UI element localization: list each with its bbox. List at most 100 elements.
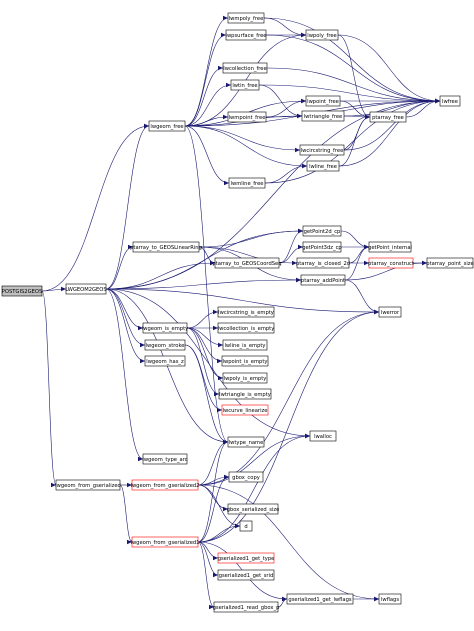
node-lwpoly-is-empty[interactable]: lwpoly_is_empty bbox=[222, 372, 268, 384]
node-lwerror[interactable]: lwerror bbox=[378, 306, 402, 318]
node-lwline-free[interactable]: lwline_free bbox=[306, 160, 340, 172]
node-label: lwgeom_has_z bbox=[146, 359, 184, 365]
node-label: gserialized1_get_lwflags bbox=[288, 597, 351, 603]
edge-lwgeom_free-to-lwtin_free bbox=[184, 82, 232, 127]
node-lwcollection-free[interactable]: lwcollection_free bbox=[222, 62, 268, 74]
node-d[interactable]: d bbox=[239, 520, 253, 532]
node-lwtype-name[interactable]: lwtype_name bbox=[227, 436, 265, 448]
edge-lwgeom_free-to-lwcollection_free bbox=[184, 65, 224, 127]
node-gbox-serialized-size[interactable]: gbox_serialized_size bbox=[227, 503, 280, 515]
node-lwtriangle-is-empty[interactable]: lwtriangle_is_empty bbox=[218, 388, 272, 400]
node-label: gserialized1_get_type bbox=[218, 556, 275, 562]
edge-lwgeom_is_empty-to-lwtriangle_is_empty bbox=[186, 327, 220, 397]
edge-lwgeom_free-to-lwpsurface_free bbox=[184, 32, 227, 127]
node-lwfree[interactable]: lwfree bbox=[439, 95, 461, 107]
node-label: lwgeom_is_empty bbox=[142, 326, 188, 332]
node-lwgeom-from-gserialized2[interactable]: lwgeom_from_gserialized2 bbox=[131, 479, 200, 491]
node-ptarray-free[interactable]: ptarray_free bbox=[369, 111, 407, 123]
node-ptarray-is-closed-2d[interactable]: ptarray_is_closed_2d bbox=[296, 257, 350, 269]
node-lwcircstring-is-empty[interactable]: lwcircstring_is_empty bbox=[217, 306, 275, 318]
edge-lwgeom_from_gserialized1-to-lwtype_name bbox=[197, 439, 229, 543]
node-label: gserialized1_get_srid bbox=[219, 573, 274, 579]
edge-lwgeom_from_gserialized1-to-lwalloc bbox=[197, 433, 311, 543]
node-box bbox=[1, 285, 43, 297]
node-lwmline-free[interactable]: lwmline_free bbox=[228, 177, 266, 189]
node-gbox-copy[interactable]: gbox_copy bbox=[228, 471, 264, 483]
node-lwpsurface-free[interactable]: lwpsurface_free bbox=[226, 29, 267, 41]
node-lwgeom-is-empty[interactable]: lwgeom_is_empty bbox=[142, 322, 188, 334]
node-gserialized1-get-srid[interactable]: gserialized1_get_srid bbox=[217, 569, 275, 581]
node-box bbox=[222, 372, 268, 384]
node-label: ptarray_addPoint bbox=[301, 278, 345, 284]
node-ptarray-addPoint[interactable]: ptarray_addPoint bbox=[300, 274, 346, 286]
node-label: POSTGIS2GEOS bbox=[2, 289, 43, 295]
node-gserialized1-get-type[interactable]: gserialized1_get_type bbox=[218, 552, 275, 564]
node-getPoint-internal[interactable]: getPoint_internal bbox=[368, 241, 412, 253]
edge-lwgeom_from_gserialized1-to-gbox_copy bbox=[197, 474, 230, 543]
node-box bbox=[230, 79, 260, 91]
node-ptarray-construct[interactable]: ptarray_construct bbox=[368, 257, 414, 269]
node-box bbox=[218, 388, 272, 400]
node-gserialized1-read-gbox-p[interactable]: gserialized1_read_gbox_p bbox=[213, 601, 280, 613]
edge-lwgeom_is_empty-to-lwpoint_is_empty bbox=[186, 327, 223, 364]
edge-lwgeom_from_gserialized1-to-lwerror bbox=[197, 309, 380, 543]
node-label: lwline_is_empty bbox=[224, 343, 265, 349]
node-label: lwgeom_type_arc bbox=[142, 457, 187, 463]
node-lwgeom-from-gserialized1[interactable]: lwgeom_from_gserialized1 bbox=[131, 536, 200, 548]
node-box bbox=[368, 241, 412, 253]
edge-lwcollection_free-to-lwfree bbox=[266, 67, 441, 104]
node-lwcircstring-free[interactable]: lwcircstring_free bbox=[299, 144, 345, 156]
node-lwalloc[interactable]: lwalloc bbox=[309, 430, 337, 442]
edge-ptarray_to_GEOSLinearRing-to-ptarray_to_GEOSCoordSeq bbox=[198, 246, 216, 266]
node-box bbox=[228, 177, 266, 189]
node-label: lwgeom_from_gserialized2 bbox=[131, 483, 200, 489]
node-label: ptarray_construct bbox=[368, 261, 414, 267]
node-label: d bbox=[244, 524, 247, 530]
edge-lwgeom_from_gserialized-to-lwgeom_from_gserialized1 bbox=[119, 484, 133, 545]
node-box bbox=[144, 355, 186, 367]
edge-LWGEOM2GEOS-to-lwgeom_type_arc bbox=[105, 288, 144, 462]
node-getPoint2d-cp[interactable]: getPoint2d_cp bbox=[302, 225, 342, 237]
node-ptarray-to-GEOSLinearRing[interactable]: ptarray_to_GEOSLinearRing bbox=[130, 241, 202, 253]
node-lwgeom-from-gserialized[interactable]: lwgeom_from_gserialized bbox=[55, 479, 121, 491]
node-lwgeom-stroke[interactable]: lwgeom_stroke bbox=[144, 339, 186, 351]
node-lwpoint-is-empty[interactable]: lwpoint_is_empty bbox=[221, 355, 269, 367]
node-box bbox=[227, 111, 267, 123]
node-lwtriangle-free[interactable]: lwtriangle_free bbox=[301, 110, 345, 122]
node-lwgeom-type-arc[interactable]: lwgeom_type_arc bbox=[142, 453, 188, 465]
node-box bbox=[378, 306, 402, 318]
node-lwmpoly-free[interactable]: lwmpoly_free bbox=[227, 12, 265, 24]
node-lwcollection-is-empty[interactable]: lwcollection_is_empty bbox=[217, 322, 275, 334]
node-lwflags[interactable]: lwflags bbox=[378, 593, 402, 605]
node-ptarray-to-GEOSCoordSeq[interactable]: ptarray_to_GEOSCoordSeq bbox=[212, 257, 282, 269]
node-lwtin-free[interactable]: lwtin_free bbox=[230, 79, 260, 91]
node-label: lwgeom_free bbox=[150, 124, 183, 130]
node-lwpoint-free[interactable]: lwpoint_free bbox=[305, 95, 341, 107]
node-label: ptarray_point_size bbox=[426, 261, 473, 267]
node-root[interactable]: POSTGIS2GEOS bbox=[1, 285, 43, 297]
node-box bbox=[65, 283, 107, 295]
node-lwgeom-free[interactable]: lwgeom_free bbox=[148, 120, 186, 132]
edge-lwgeom_stroke-to-lwcurve_linearize bbox=[184, 344, 223, 413]
node-box bbox=[302, 241, 342, 253]
node-label: lwtriangle_free bbox=[304, 114, 343, 120]
node-lwcurve-linearize[interactable]: lwcurve_linearize bbox=[221, 404, 269, 416]
edge-lwmline_free-to-lwfree bbox=[264, 98, 441, 184]
node-gserialized1-get-lwflags[interactable]: gserialized1_get_lwflags bbox=[286, 593, 354, 605]
node-box bbox=[369, 111, 407, 123]
edge-lwmpoly_free-to-lwfree bbox=[263, 17, 441, 104]
node-label: lwflags bbox=[381, 597, 399, 603]
edge-lwgeom_is_empty-to-lwpoly_is_empty bbox=[186, 327, 224, 381]
edge-LWGEOM2GEOS-to-lwfree bbox=[105, 98, 441, 290]
node-box bbox=[296, 257, 350, 269]
node-LWGEOM2GEOS[interactable]: LWGEOM2GEOS bbox=[65, 283, 107, 295]
node-ptarray-point-size[interactable]: ptarray_point_size bbox=[426, 257, 474, 269]
node-box bbox=[222, 62, 268, 74]
node-getPoint3dz-cp[interactable]: getPoint3dz_cp bbox=[302, 241, 342, 253]
edge-ptarray_to_GEOSLinearRing-to-getPoint2d_cp bbox=[198, 228, 304, 248]
node-lwgeom-has-z[interactable]: lwgeom_has_z bbox=[144, 355, 186, 367]
node-lwline-is-empty[interactable]: lwline_is_empty bbox=[222, 339, 268, 351]
node-lwpoly-free[interactable]: lwpoly_free bbox=[305, 29, 339, 41]
node-lwmpoint-free[interactable]: lwmpoint_free bbox=[227, 111, 267, 123]
